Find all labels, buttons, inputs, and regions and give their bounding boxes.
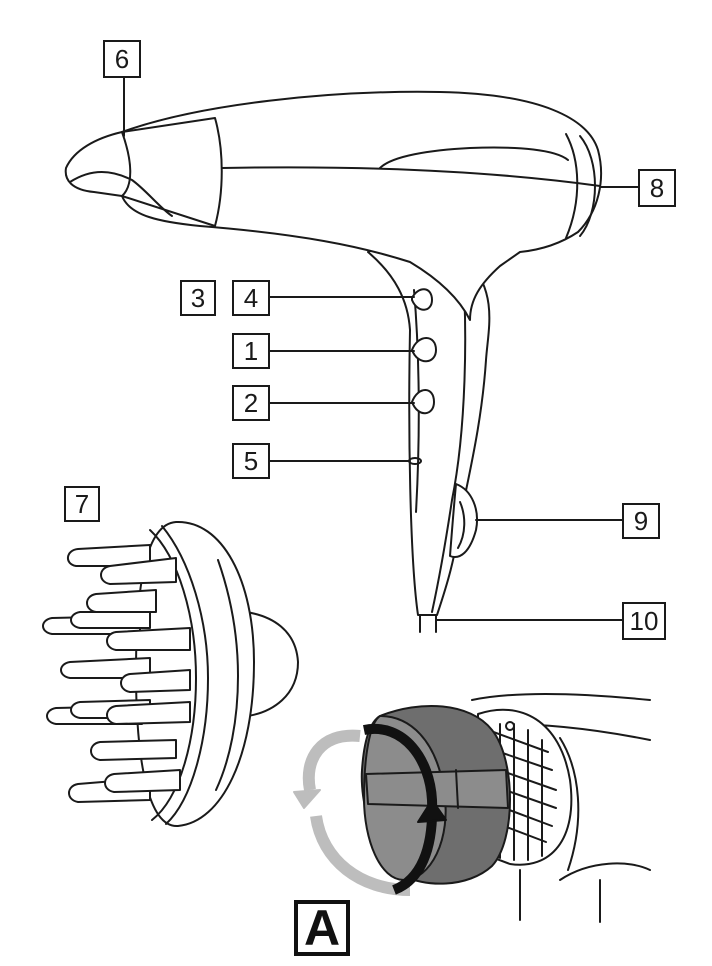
diffuser-finger [70, 611, 151, 629]
diffuser-rim-3 [215, 559, 239, 791]
dryer-body [121, 90, 602, 321]
diffuser-finger [106, 701, 191, 725]
power-cord [419, 614, 437, 633]
arrowhead-light [293, 789, 321, 809]
rear-cap-outer [579, 135, 596, 237]
rear-cap-line [565, 133, 579, 239]
leader-lines [123, 77, 639, 621]
diffuser-finger [100, 557, 177, 585]
callout-9: 9 [622, 503, 660, 539]
callout-3: 3 [180, 280, 216, 316]
diffuser-finger [120, 669, 191, 693]
rear-cap-detail [293, 692, 651, 923]
button-speed [411, 337, 437, 363]
callout-8: 8 [638, 169, 676, 207]
callout-6: 6 [103, 40, 141, 78]
nozzle-band [121, 131, 132, 197]
callout-10: 10 [622, 602, 666, 640]
callout-2: 2 [232, 385, 270, 421]
button-cool-shot [411, 288, 433, 311]
body-seam-top [221, 166, 601, 187]
diffuser-finger [90, 739, 177, 761]
panel-label-a: A [294, 900, 350, 956]
diffuser-finger [67, 544, 151, 567]
diffuser-finger [60, 657, 151, 679]
callout-1: 1 [232, 333, 270, 369]
diffuser-neck [245, 611, 299, 717]
concentrator-nozzle [64, 117, 223, 227]
diffuser-finger [106, 627, 191, 651]
body-seam-upper [379, 146, 569, 169]
arrowhead-dark [417, 799, 447, 823]
lock-marker [505, 721, 515, 731]
diffuser-finger [104, 769, 181, 793]
callout-7: 7 [64, 486, 100, 522]
button-heat [411, 389, 435, 415]
callout-4: 4 [232, 280, 270, 316]
cap-grip [365, 769, 509, 809]
hanging-loop-inner [457, 501, 466, 549]
diffuser-finger [86, 589, 157, 613]
diffuser-rim-2 [161, 525, 209, 825]
callout-5: 5 [232, 443, 270, 479]
detail-dryer-body [469, 692, 651, 923]
nozzle-slot [69, 171, 173, 217]
diffuser-fingers [42, 544, 191, 803]
diffuser [42, 520, 299, 828]
hair-dryer [64, 90, 602, 633]
handle-inner-edge [431, 257, 467, 613]
